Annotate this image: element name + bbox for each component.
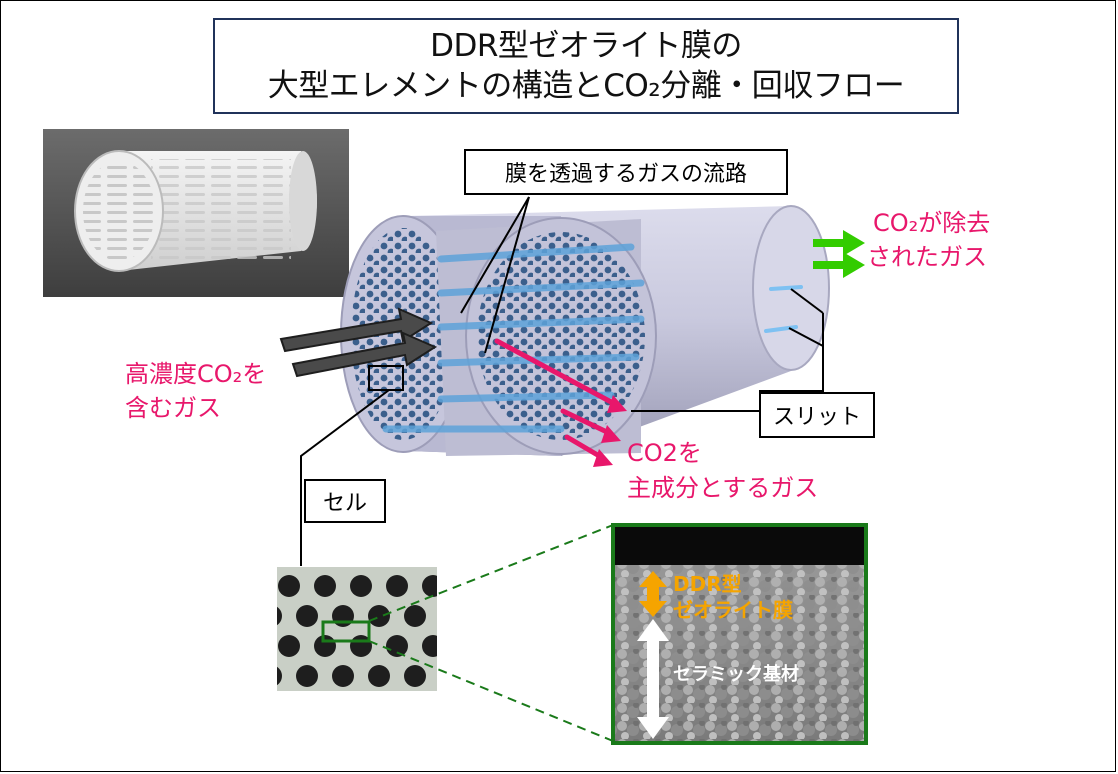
title-box: DDR型ゼオライト膜の 大型エレメントの構造とCO₂分離・回収フロー bbox=[213, 18, 959, 114]
high-co2-label-1: 高濃度CO₂を bbox=[125, 358, 266, 390]
title-line-1: DDR型ゼオライト膜の bbox=[430, 26, 742, 66]
ddr-label-2: ゼオライト膜 bbox=[673, 597, 793, 623]
ceramic-label: セラミック基材 bbox=[673, 663, 799, 687]
gas-path-label: 膜を透過するガスの流路 bbox=[464, 149, 788, 195]
high-co2-label-2: 含むガス bbox=[125, 392, 221, 424]
ddr-label-1: DDR型 bbox=[673, 571, 742, 597]
cell-label: セル bbox=[304, 479, 386, 523]
title-line-2: 大型エレメントの構造とCO₂分離・回収フロー bbox=[268, 66, 904, 106]
co2-removed-label-2: されたガス bbox=[867, 241, 987, 273]
cell-photo bbox=[277, 567, 437, 691]
element-photo bbox=[43, 129, 349, 297]
co2-main-label-1: CO2を bbox=[627, 437, 702, 469]
slit-label: スリット bbox=[759, 392, 875, 438]
co2-removed-label-1: CO₂が除去 bbox=[873, 207, 990, 239]
co2-main-label-2: 主成分とするガス bbox=[627, 472, 818, 504]
